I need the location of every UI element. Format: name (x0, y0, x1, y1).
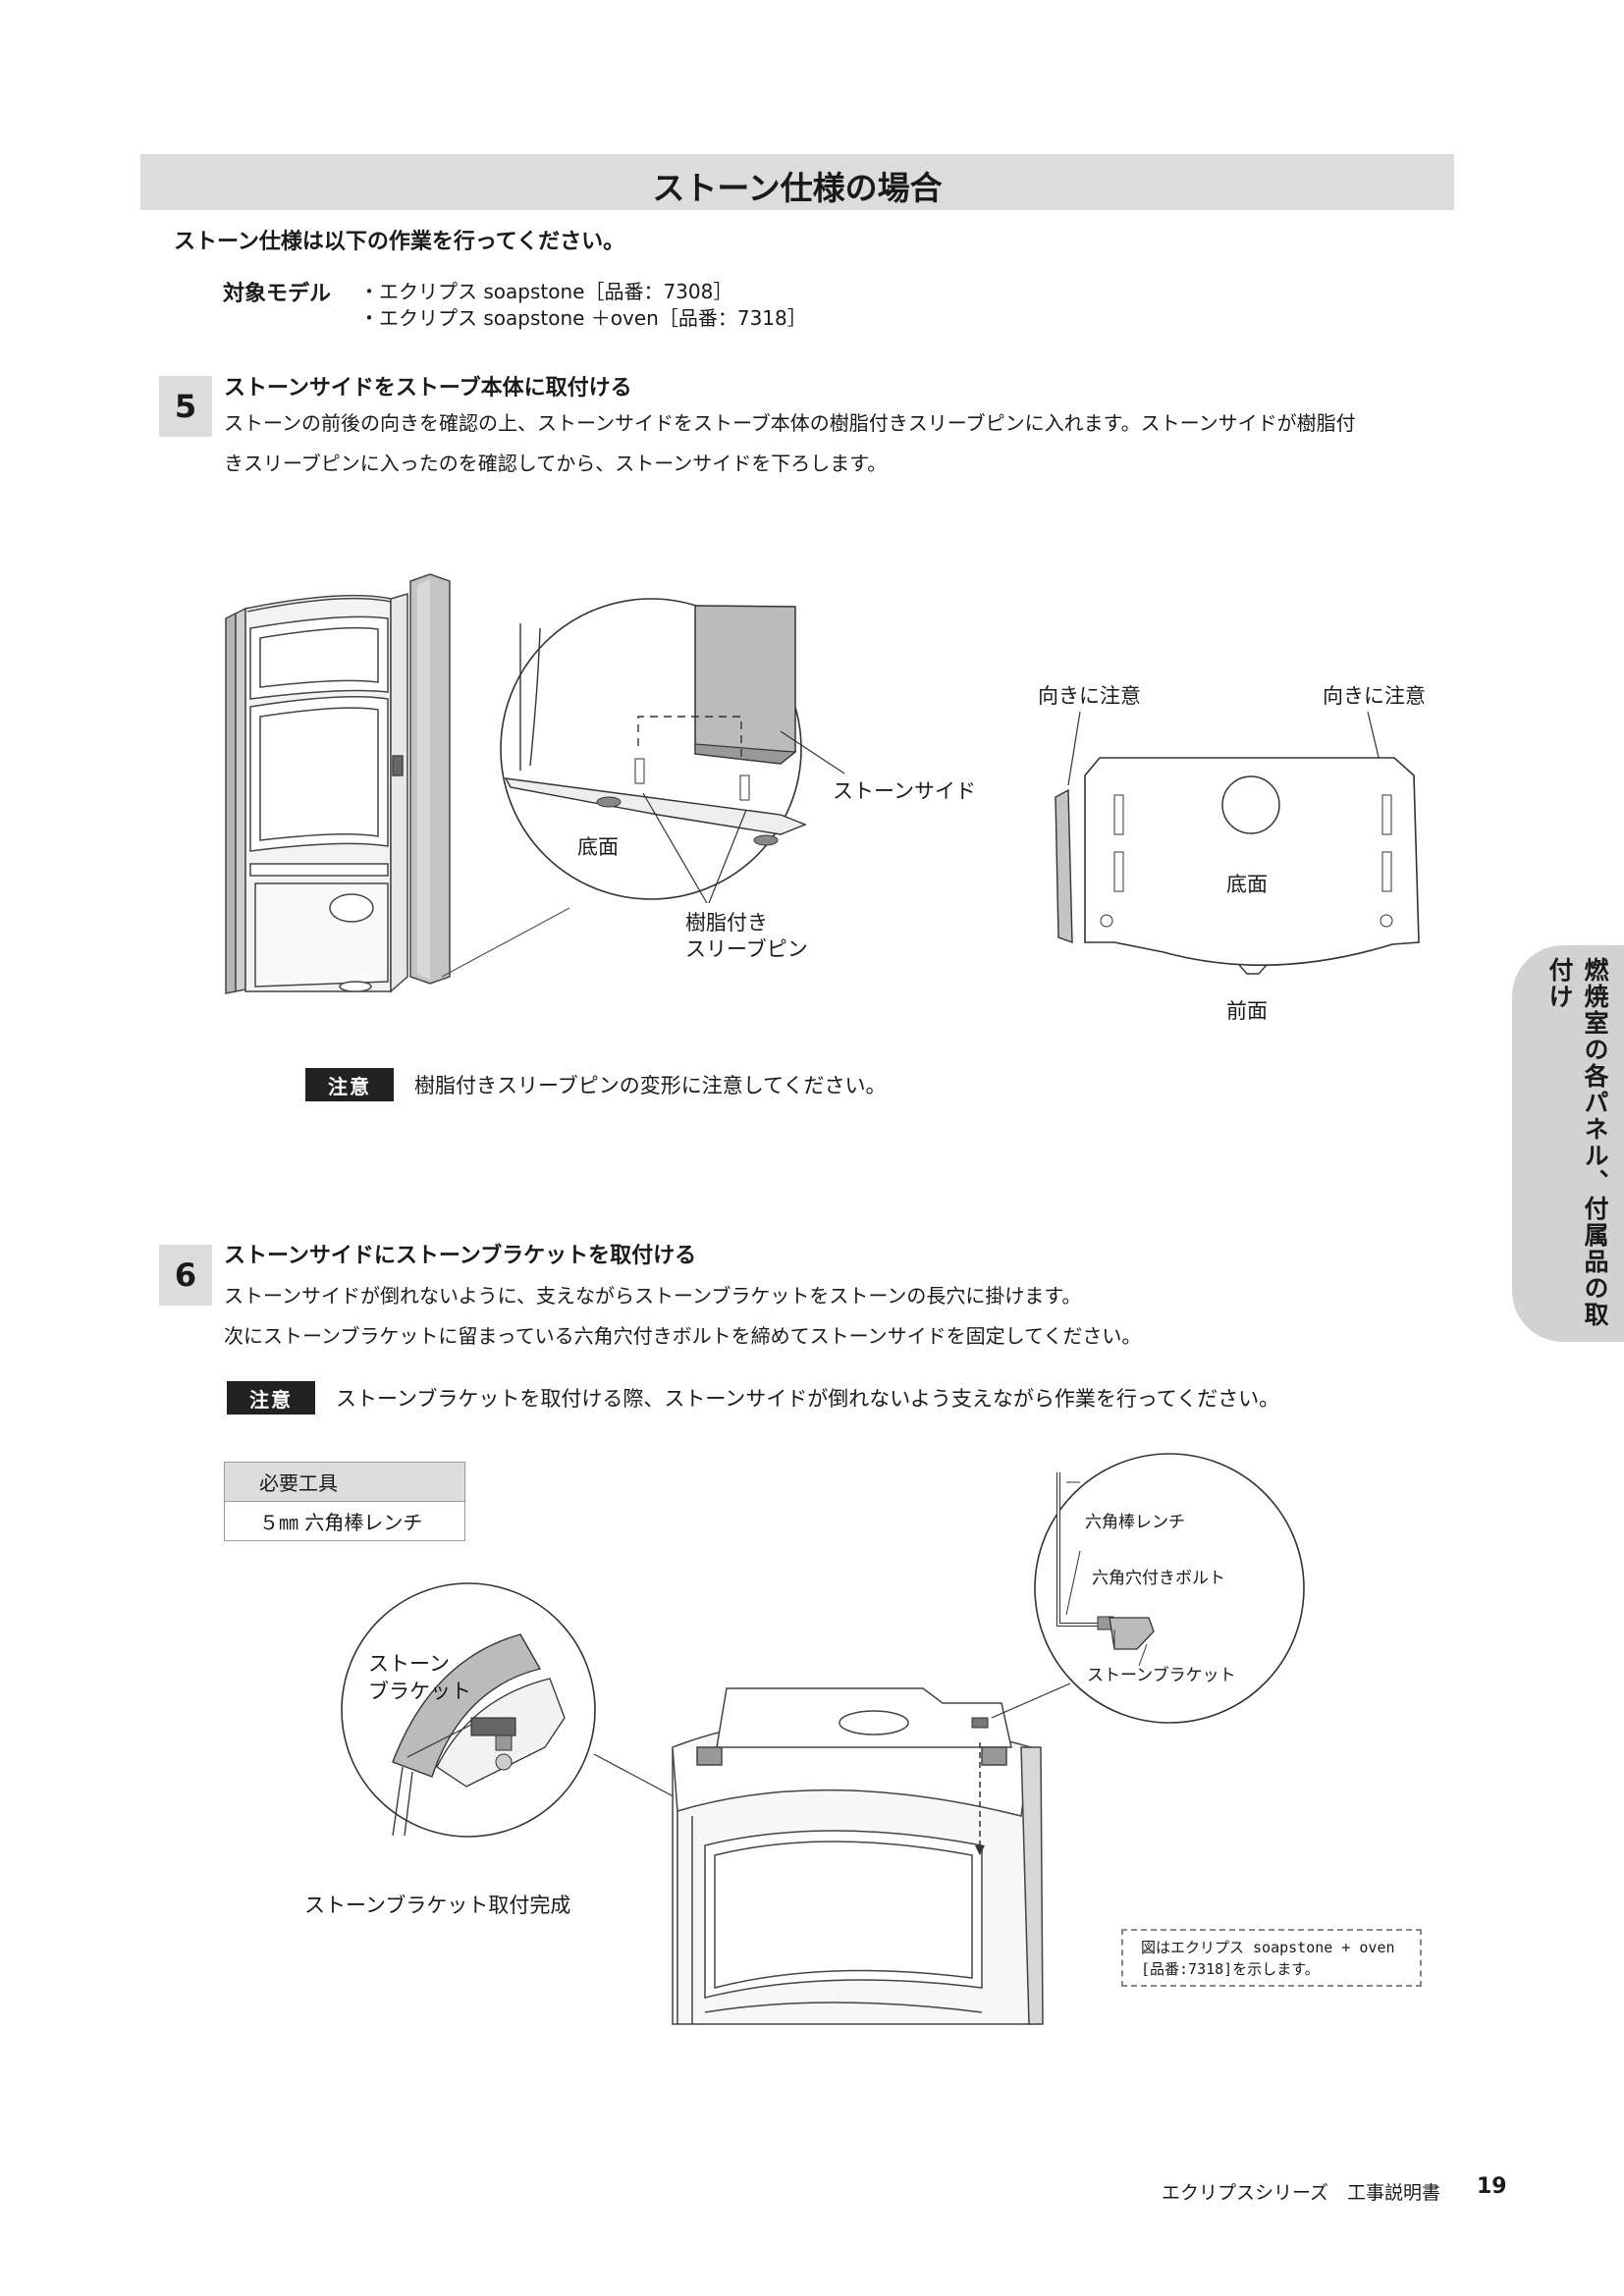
label-bottom-view: 底面 (1226, 873, 1268, 896)
label-bracket-2: ブラケット (368, 1680, 471, 1703)
chapter-side-tab: 燃焼室の各パネル、付属品の取付け (1512, 945, 1624, 1342)
step-6-caution-badge: 注意 (227, 1381, 315, 1415)
label-stone-side: ストーンサイド (833, 779, 976, 803)
model-label: 対象モデル (223, 282, 332, 306)
step-5-caution-badge: 注意 (305, 1068, 394, 1101)
detail-circle-tools: 六角棒レンチ 六角穴付きボルト ストーンブラケット (1034, 1453, 1305, 1724)
label-hex-wrench: 六角棒レンチ (1085, 1513, 1185, 1532)
step-6-title: ストーンサイドにストーンブラケットを取付ける (224, 1244, 697, 1268)
step-5-caution-text: 樹脂付きスリーブピンの変形に注意してください。 (414, 1074, 887, 1097)
step-6-body-line-1: ストーンサイドが倒れないように、支えながらストーンブラケットをストーンの長穴に掛… (224, 1284, 1082, 1308)
detail-circle-pins: ストーンサイド 底面 樹脂付き スリーブピン (500, 598, 976, 961)
step-5-body-line-2: きスリーブピンに入ったのを確認してから、ストーンサイドを下ろします。 (224, 452, 888, 475)
stove-illustration (225, 592, 408, 994)
label-bracket-complete: ストーンブラケット取付完成 (304, 1894, 570, 1917)
step-6-body: ストーンサイドが倒れないように、支えながらストーンブラケットをストーンの長穴に掛… (224, 1276, 1500, 1357)
model-item-7308: ・エクリプス soapstone［品番：7308］ (359, 280, 733, 303)
step-6-caution-text: ストーンブラケットを取付ける際、ストーンサイドが倒れないよう支えながら作業を行っ… (336, 1387, 1280, 1411)
section-title-bar: ストーン仕様の場合 (140, 154, 1454, 210)
required-tools-item: ５㎜ 六角棒レンチ (259, 1511, 423, 1534)
label-direction-right: 向きに注意 (1323, 684, 1426, 708)
step-6-body-line-2: 次にストーンブラケットに留まっている六角穴付きボルトを締めてストーンサイドを固定… (224, 1324, 1142, 1348)
step-5-body-line-1: ストーンの前後の向きを確認の上、ストーンサイドをストーブ本体の樹脂付きスリーブピ… (224, 411, 1356, 435)
detail-circle-bracket: ストーン ブラケット (341, 1582, 596, 1838)
label-bottom-detail: 底面 (577, 835, 619, 859)
step-5-body: ストーンの前後の向きを確認の上、ストーンサイドをストーブ本体の樹脂付きスリーブピ… (224, 403, 1500, 484)
chapter-side-tab-label: 燃焼室の各パネル、付属品の取付け (1545, 957, 1609, 1328)
step-5-title: ストーンサイドをストーブ本体に取付ける (224, 376, 632, 400)
footer-manual-title: エクリプスシリーズ 工事説明書 (1162, 2182, 1441, 2204)
label-front: 前面 (1226, 999, 1268, 1023)
label-hex-bolt: 六角穴付きボルト (1092, 1569, 1225, 1588)
bottom-view-illustration: 向きに注意 向きに注意 底面 前面 (1038, 684, 1426, 1023)
model-item-7318: ・エクリプス soapstone ＋oven［品番：7318］ (359, 306, 807, 330)
section-title: ストーン仕様の場合 (652, 169, 943, 207)
figure-note-line-2: [品番:7318]を示します。 (1141, 1960, 1320, 1978)
step-5-figure: ストーンサイド 底面 樹脂付き スリーブピン 向きに注意 向きに注意 底面 前面 (225, 573, 1426, 1023)
label-stone-bracket: ストーンブラケット (1087, 1665, 1236, 1685)
label-sleeve-pin-1: 樹脂付き (685, 911, 768, 934)
label-direction-left: 向きに注意 (1038, 684, 1141, 708)
required-tools-table: 必要工具 ５㎜ 六角棒レンチ (224, 1462, 465, 1541)
label-sleeve-pin-2: スリーブピン (685, 937, 808, 961)
required-tools-header: 必要工具 (225, 1463, 464, 1502)
figure-note-box: 図はエクリプス soapstone + oven [品番:7318]を示します。 (1121, 1929, 1422, 1987)
page-number: 19 (1477, 2174, 1507, 2199)
intro-text: ストーン仕様は以下の作業を行ってください。 (174, 230, 625, 254)
step-6-number: 6 (159, 1245, 212, 1306)
stove-top-illustration (672, 1687, 1044, 2025)
figure-note-line-1: 図はエクリプス soapstone + oven (1141, 1939, 1395, 1956)
step-6-figure: ストーン ブラケット ストーンブラケット取付完成 六角棒レンチ 六角穴付きボルト… (304, 1453, 1305, 2025)
label-bracket-1: ストーン (368, 1652, 450, 1676)
step-5-number: 5 (159, 376, 212, 437)
